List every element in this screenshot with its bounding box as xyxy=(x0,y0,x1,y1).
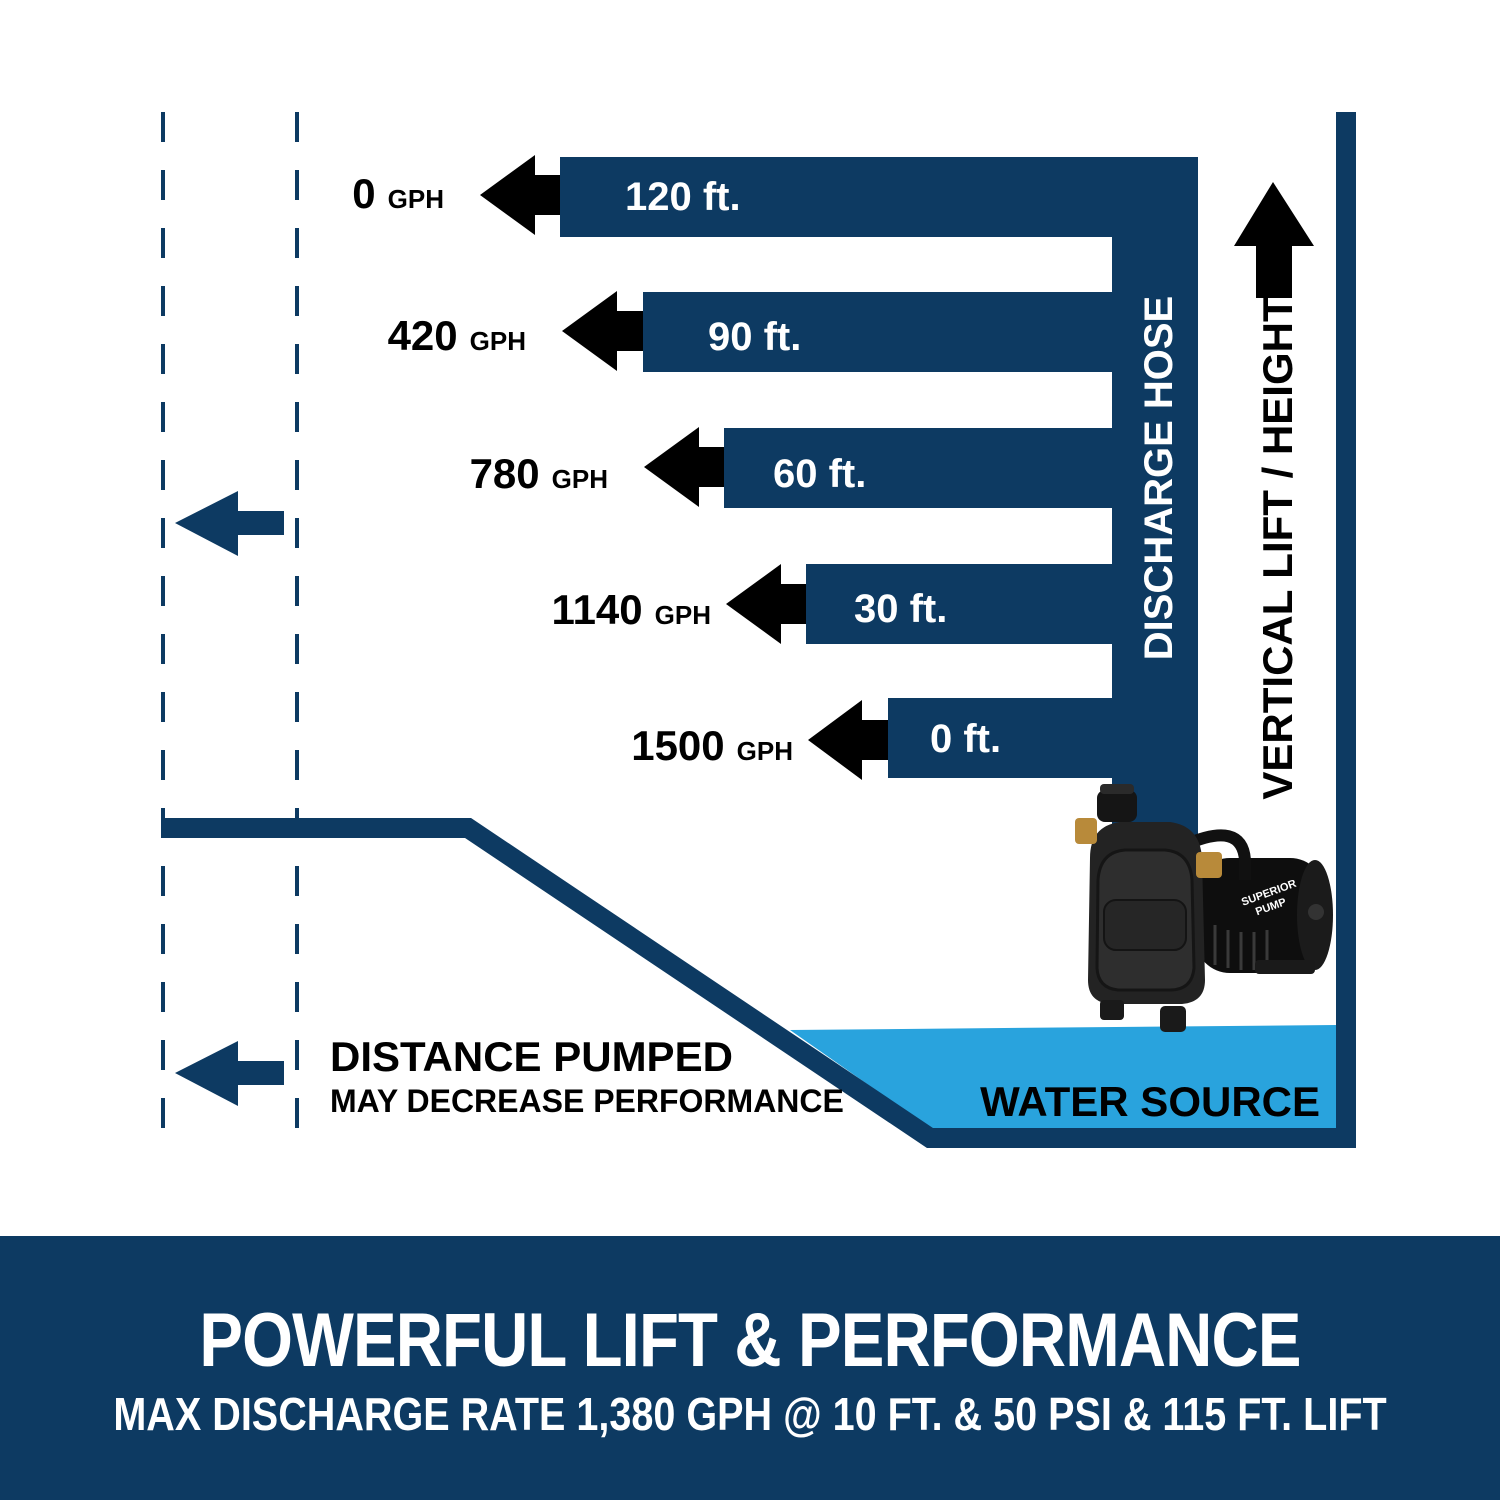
flow-rate-0ft: 1500 GPH xyxy=(631,722,793,769)
distance-pumped-subtitle: MAY DECREASE PERFORMANCE xyxy=(330,1083,844,1119)
lift-label-60ft: 60 ft. xyxy=(773,452,866,496)
banner-title: POWERFUL LIFT & PERFORMANCE xyxy=(199,1298,1301,1383)
flow-rate-unit: GPH xyxy=(470,326,526,356)
water-source-pool xyxy=(790,1025,1336,1128)
lift-label-90ft: 90 ft. xyxy=(708,315,801,359)
flow-arrow-icon-0ft xyxy=(808,700,888,780)
lift-label-0ft: 0 ft. xyxy=(930,717,1001,761)
flow-rate-value: 780 xyxy=(470,450,540,497)
flow-rate-unit: GPH xyxy=(552,464,608,494)
flow-rate-60ft: 780 GPH xyxy=(470,450,608,497)
vertical-lift-arrow-icon xyxy=(1234,182,1314,298)
lift-pipe-120ft xyxy=(560,157,1120,237)
discharge-hose-label: DISCHARGE HOSE xyxy=(1137,296,1181,661)
flow-rate-unit: GPH xyxy=(655,600,711,630)
flow-rate-unit: GPH xyxy=(737,736,793,766)
distance-arrow-icon-lower xyxy=(175,1041,284,1106)
flow-rate-value: 1500 xyxy=(631,722,724,769)
flow-arrow-icon-30ft xyxy=(726,564,806,644)
flow-rate-90ft: 420 GPH xyxy=(388,312,526,359)
ground-line xyxy=(163,112,1356,1148)
lift-label-120ft: 120 ft. xyxy=(625,175,741,219)
flow-rate-unit: GPH xyxy=(388,184,444,214)
lift-pipe-30ft xyxy=(806,564,1120,644)
bottom-banner: POWERFUL LIFT & PERFORMANCE MAX DISCHARG… xyxy=(0,1236,1500,1500)
banner-subtitle: MAX DISCHARGE RATE 1,380 GPH @ 10 FT. & … xyxy=(113,1388,1387,1440)
water-source-label: WATER SOURCE xyxy=(980,1078,1320,1125)
flow-arrow-icon-90ft xyxy=(562,291,643,371)
lift-pipe-90ft xyxy=(643,292,1120,372)
flow-arrow-icon-120ft xyxy=(480,155,560,235)
flow-rate-value: 0 xyxy=(352,170,375,217)
lift-pipe-0ft xyxy=(888,698,1120,778)
lift-label-30ft: 30 ft. xyxy=(854,587,947,631)
discharge-hose-pipe xyxy=(1112,157,1198,842)
flow-rate-30ft: 1140 GPH xyxy=(552,586,711,633)
flow-rate-120ft: 0 GPH xyxy=(352,170,444,217)
distance-arrow-icon-upper xyxy=(175,491,284,556)
lift-pipe-60ft xyxy=(724,428,1120,508)
distance-pumped-title: DISTANCE PUMPED xyxy=(330,1033,733,1080)
flow-arrow-icon-60ft xyxy=(644,427,724,507)
flow-rate-value: 420 xyxy=(388,312,458,359)
vertical-lift-label: VERTICAL LIFT / HEIGHT xyxy=(1254,296,1301,800)
pump-image: SUPERIOR PUMP xyxy=(1075,784,1333,1032)
flow-rate-value: 1140 xyxy=(552,586,643,633)
